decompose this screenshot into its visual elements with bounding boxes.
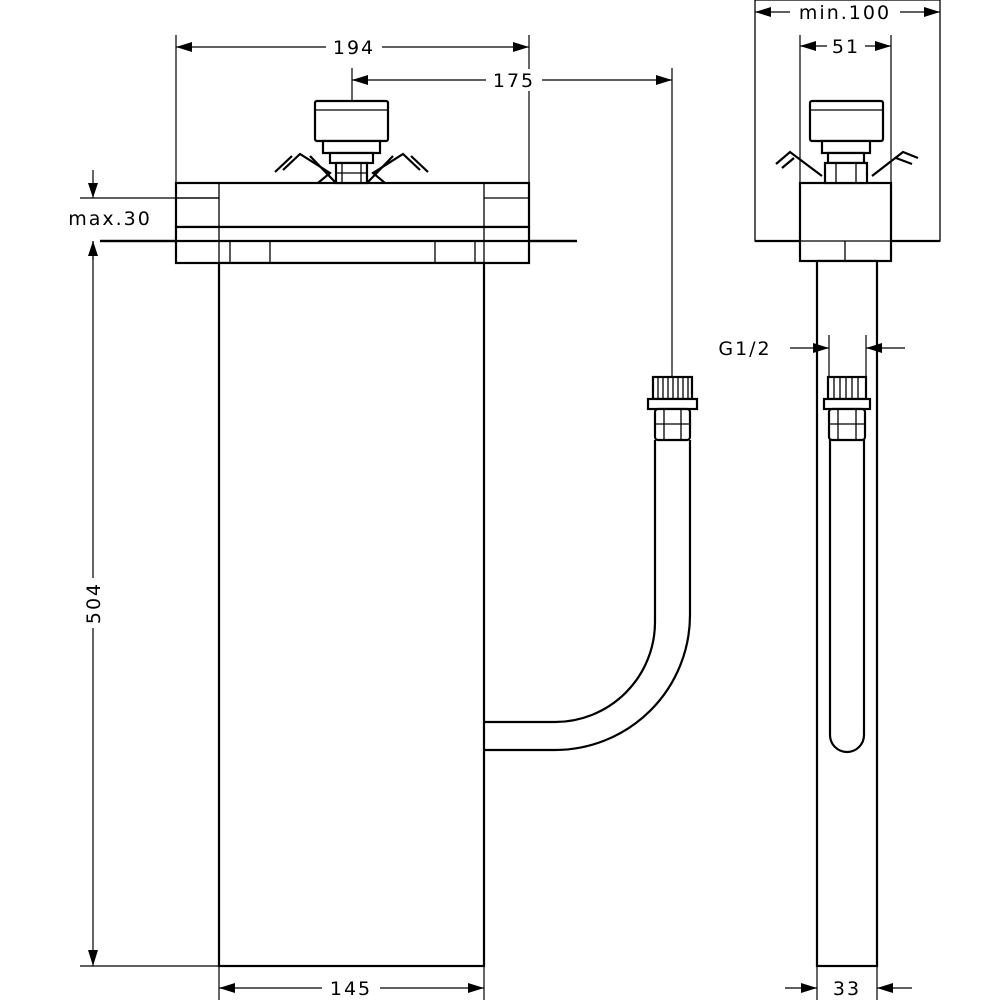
connection-hose	[484, 375, 699, 752]
side-body	[815, 259, 879, 968]
side-valve-spindle	[775, 99, 919, 185]
top-plate	[174, 181, 531, 229]
dim-label-145: 145	[330, 978, 372, 1000]
dim-label-min100: min.100	[799, 2, 891, 24]
dimension-labels: 194 175 max.30 504 145 min.100 51 G1/2 3…	[68, 1, 900, 1000]
main-body	[217, 261, 486, 968]
dim-label-51: 51	[832, 36, 860, 58]
side-view	[754, 0, 941, 968]
mounting-flange	[174, 225, 531, 265]
dim-label-g12: G1/2	[718, 338, 771, 360]
dim-label-504: 504	[83, 582, 105, 624]
dim-label-194: 194	[333, 37, 375, 59]
valve-spindle	[274, 99, 429, 185]
dim-label-33: 33	[833, 978, 861, 1000]
side-hose	[822, 375, 872, 754]
dimension-lines	[80, 7, 940, 1000]
dim-label-175: 175	[493, 70, 535, 92]
dim-label-max30: max.30	[68, 208, 152, 230]
front-view	[100, 99, 699, 968]
